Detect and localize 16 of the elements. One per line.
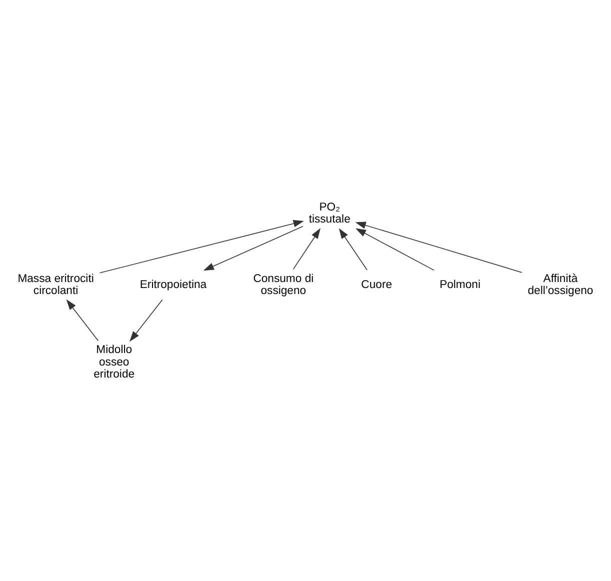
node-text: Consumo di ossigeno [253, 272, 314, 296]
arrow [292, 228, 320, 270]
node-text: PO₂ tissutale [308, 201, 350, 226]
arrow [338, 228, 368, 270]
node-text: Cuore [361, 278, 392, 290]
node-text: Midollo osseo eritroide [94, 344, 135, 380]
arrow [355, 228, 434, 270]
node-text: Affinità dell’ossigeno [528, 272, 594, 296]
node-text: Massa eritrociti circolanti [18, 272, 94, 296]
arrow [203, 225, 304, 270]
arrow [99, 220, 304, 273]
node-text: Polmoni [440, 278, 480, 290]
arrow [355, 221, 522, 272]
node-text: Eritropoietina [140, 278, 207, 290]
arrow [130, 298, 163, 342]
arrow [66, 298, 99, 341]
